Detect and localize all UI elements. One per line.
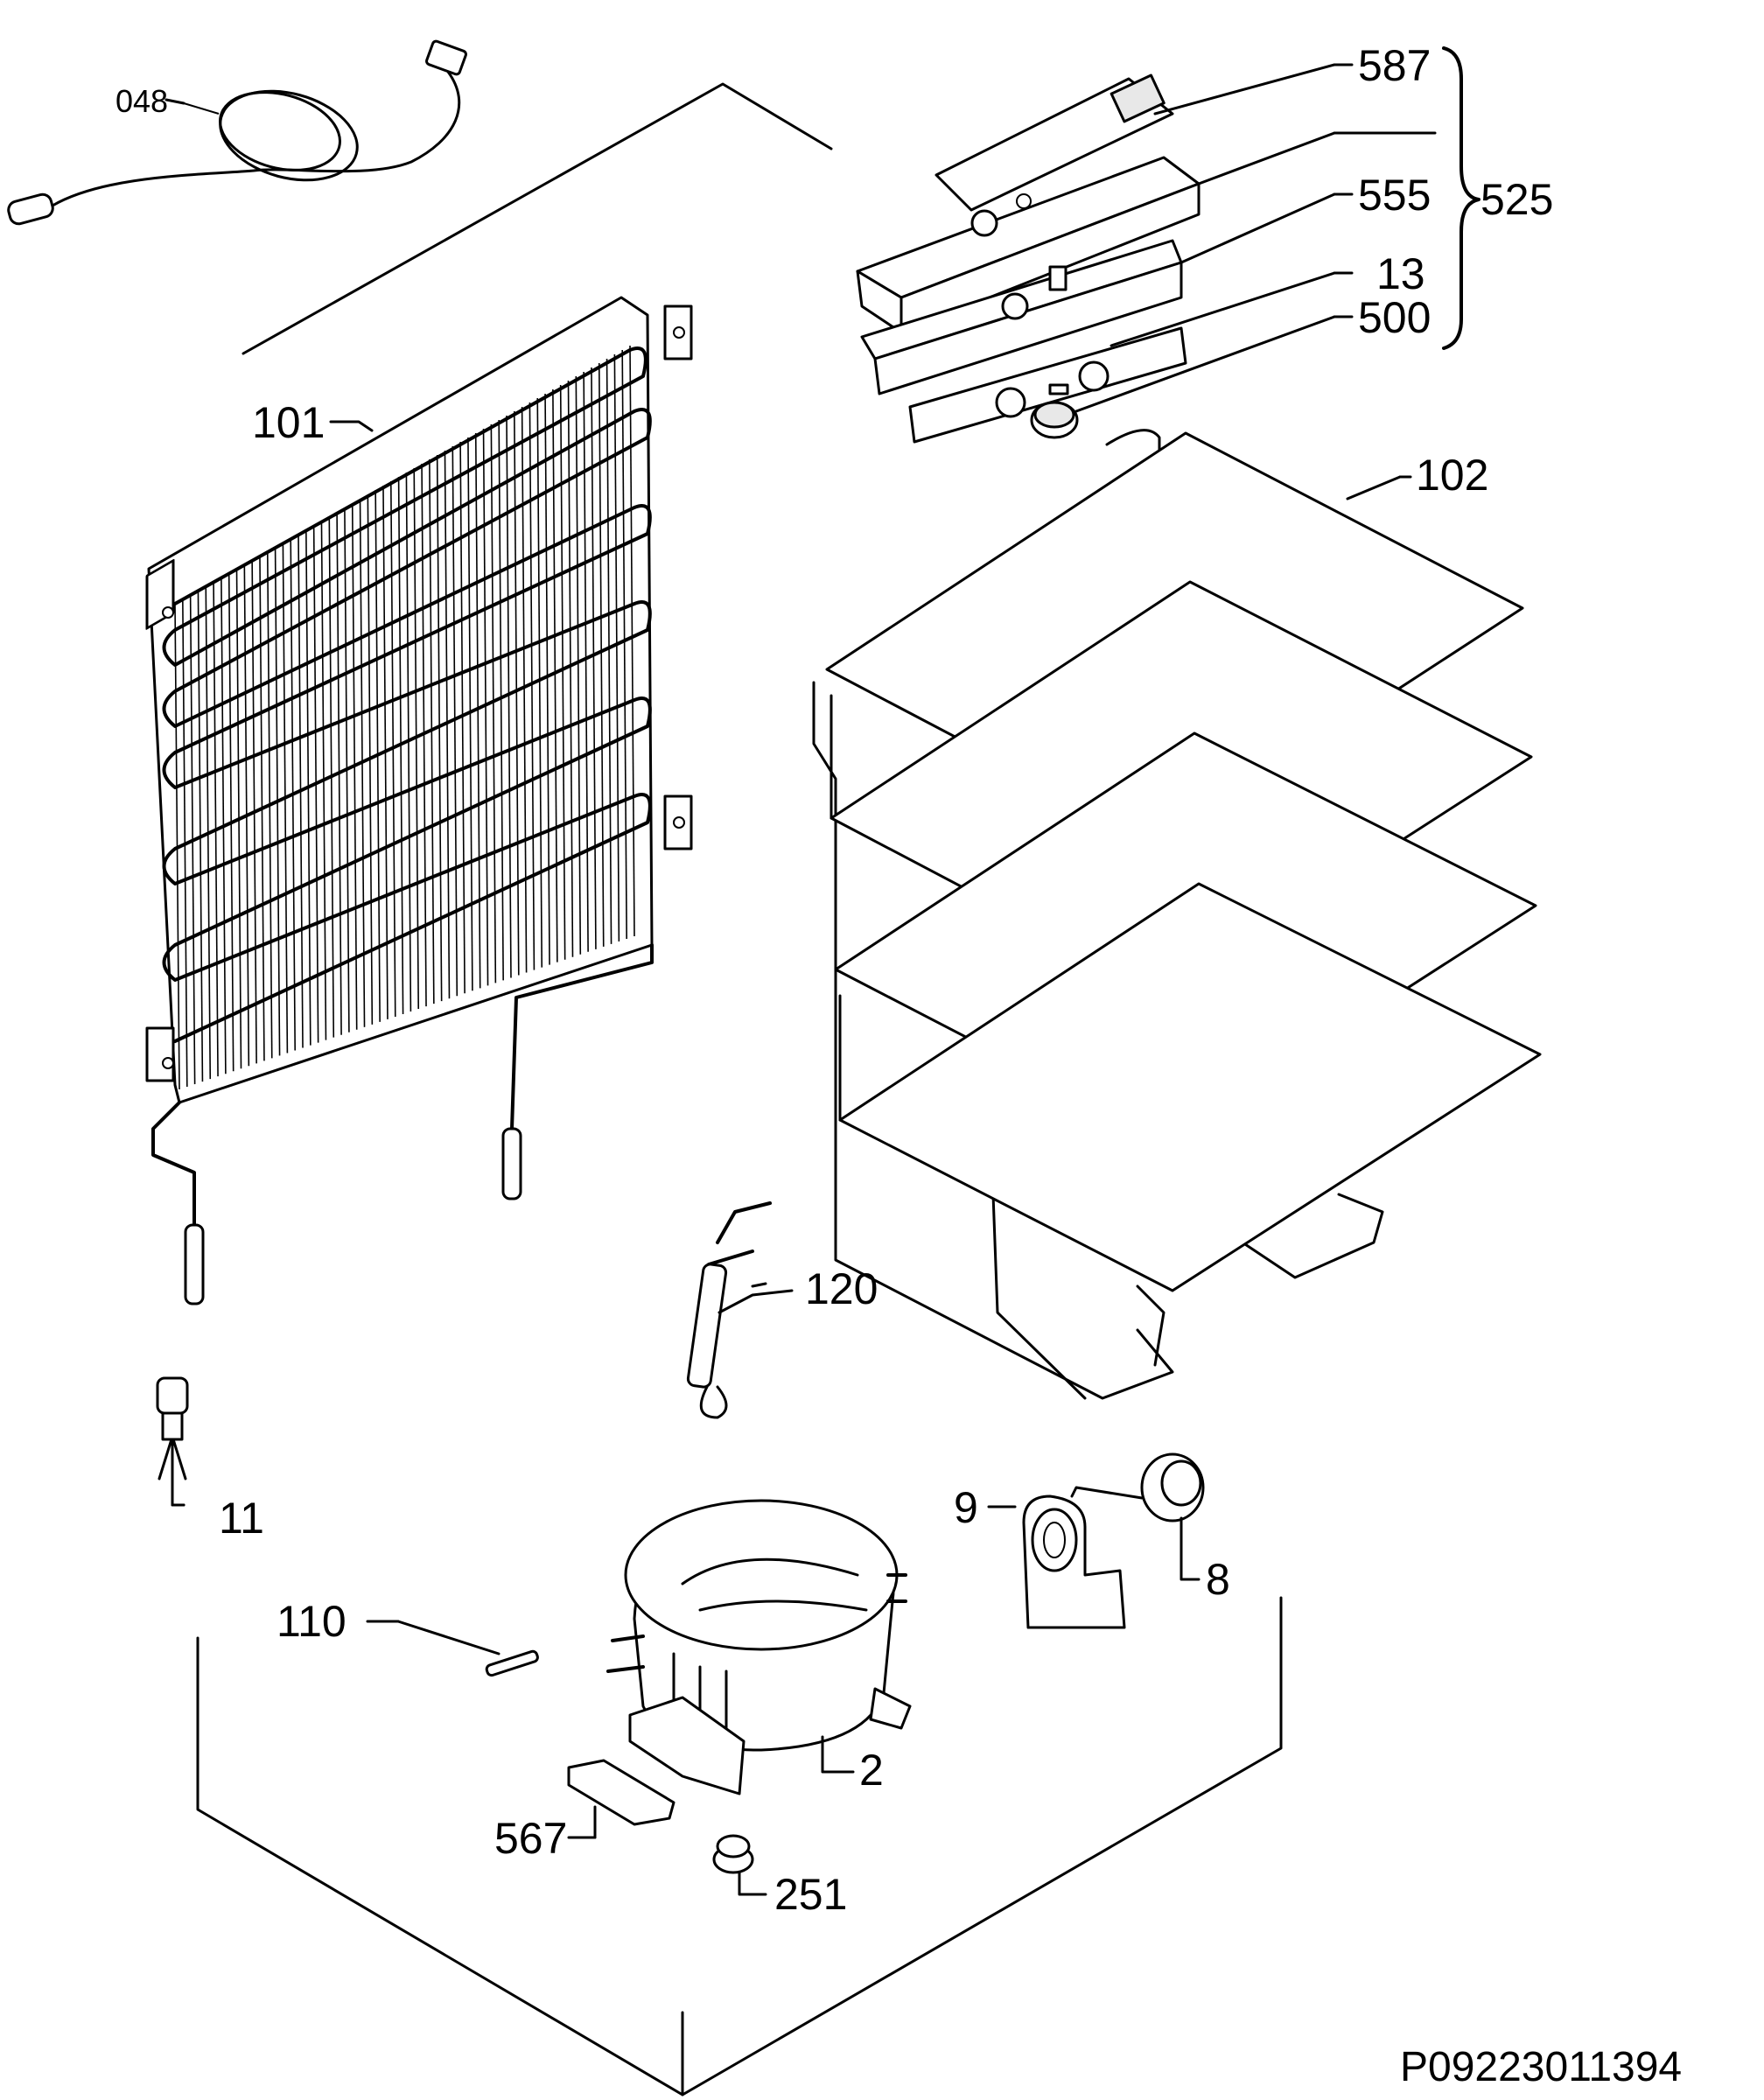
- label-9: 9: [954, 1483, 978, 1532]
- label-13: 13: [1376, 249, 1425, 298]
- label-102: 102: [1416, 451, 1488, 500]
- condenser-fin: [629, 345, 635, 937]
- condenser-fin: [598, 362, 605, 947]
- cabinet-outline: [196, 82, 1283, 2096]
- grommet-251: [712, 1834, 767, 1896]
- sensor-cable-048: [7, 39, 467, 226]
- label-251: 251: [774, 1870, 847, 1919]
- condenser-fin: [621, 349, 627, 939]
- condenser-fin: [459, 441, 466, 994]
- condenser-fin: [567, 380, 574, 957]
- label-567: 567: [494, 1814, 567, 1863]
- relay-9: [987, 1494, 1126, 1629]
- label-101: 101: [252, 398, 325, 447]
- condenser-fin: [552, 388, 558, 962]
- condenser-fin: [613, 354, 620, 942]
- shelves-102: [812, 429, 1542, 1400]
- label-587: 587: [1358, 41, 1431, 90]
- condenser-fin: [490, 424, 497, 984]
- label-120: 120: [805, 1264, 878, 1313]
- condenser-fin: [482, 428, 489, 986]
- label-555: 555: [1358, 171, 1431, 220]
- label-110: 110: [276, 1597, 346, 1646]
- label-048: 048: [116, 83, 168, 119]
- control-assembly-525: [856, 46, 1480, 444]
- condenser-fin: [606, 358, 612, 944]
- leader-048: [164, 98, 186, 105]
- compressor-2: [606, 1499, 912, 1796]
- label-8: 8: [1206, 1555, 1230, 1604]
- condenser-fin: [498, 419, 504, 981]
- condenser-fin: [467, 437, 473, 991]
- label-2: 2: [859, 1746, 884, 1795]
- condenser-fin: [591, 367, 597, 949]
- drawing-code: P09223011394: [1400, 2044, 1682, 2090]
- clip-567: [567, 1759, 676, 1839]
- filter-drier-120: [686, 1201, 794, 1419]
- condenser-fin: [583, 371, 589, 952]
- leader-120: [751, 1282, 767, 1288]
- condenser-101: [145, 296, 693, 1306]
- condenser-fin: [559, 384, 566, 960]
- condenser-fin: [474, 432, 481, 989]
- leader-101: [329, 420, 374, 432]
- condenser-fin: [575, 375, 582, 955]
- label-525: 525: [1480, 175, 1553, 224]
- overload-8: [1070, 1452, 1205, 1581]
- label-11: 11: [219, 1494, 264, 1543]
- pin-110: [366, 1620, 539, 1677]
- label-500: 500: [1358, 293, 1431, 342]
- condenser-fin: [506, 415, 512, 978]
- part-11: [156, 1376, 189, 1507]
